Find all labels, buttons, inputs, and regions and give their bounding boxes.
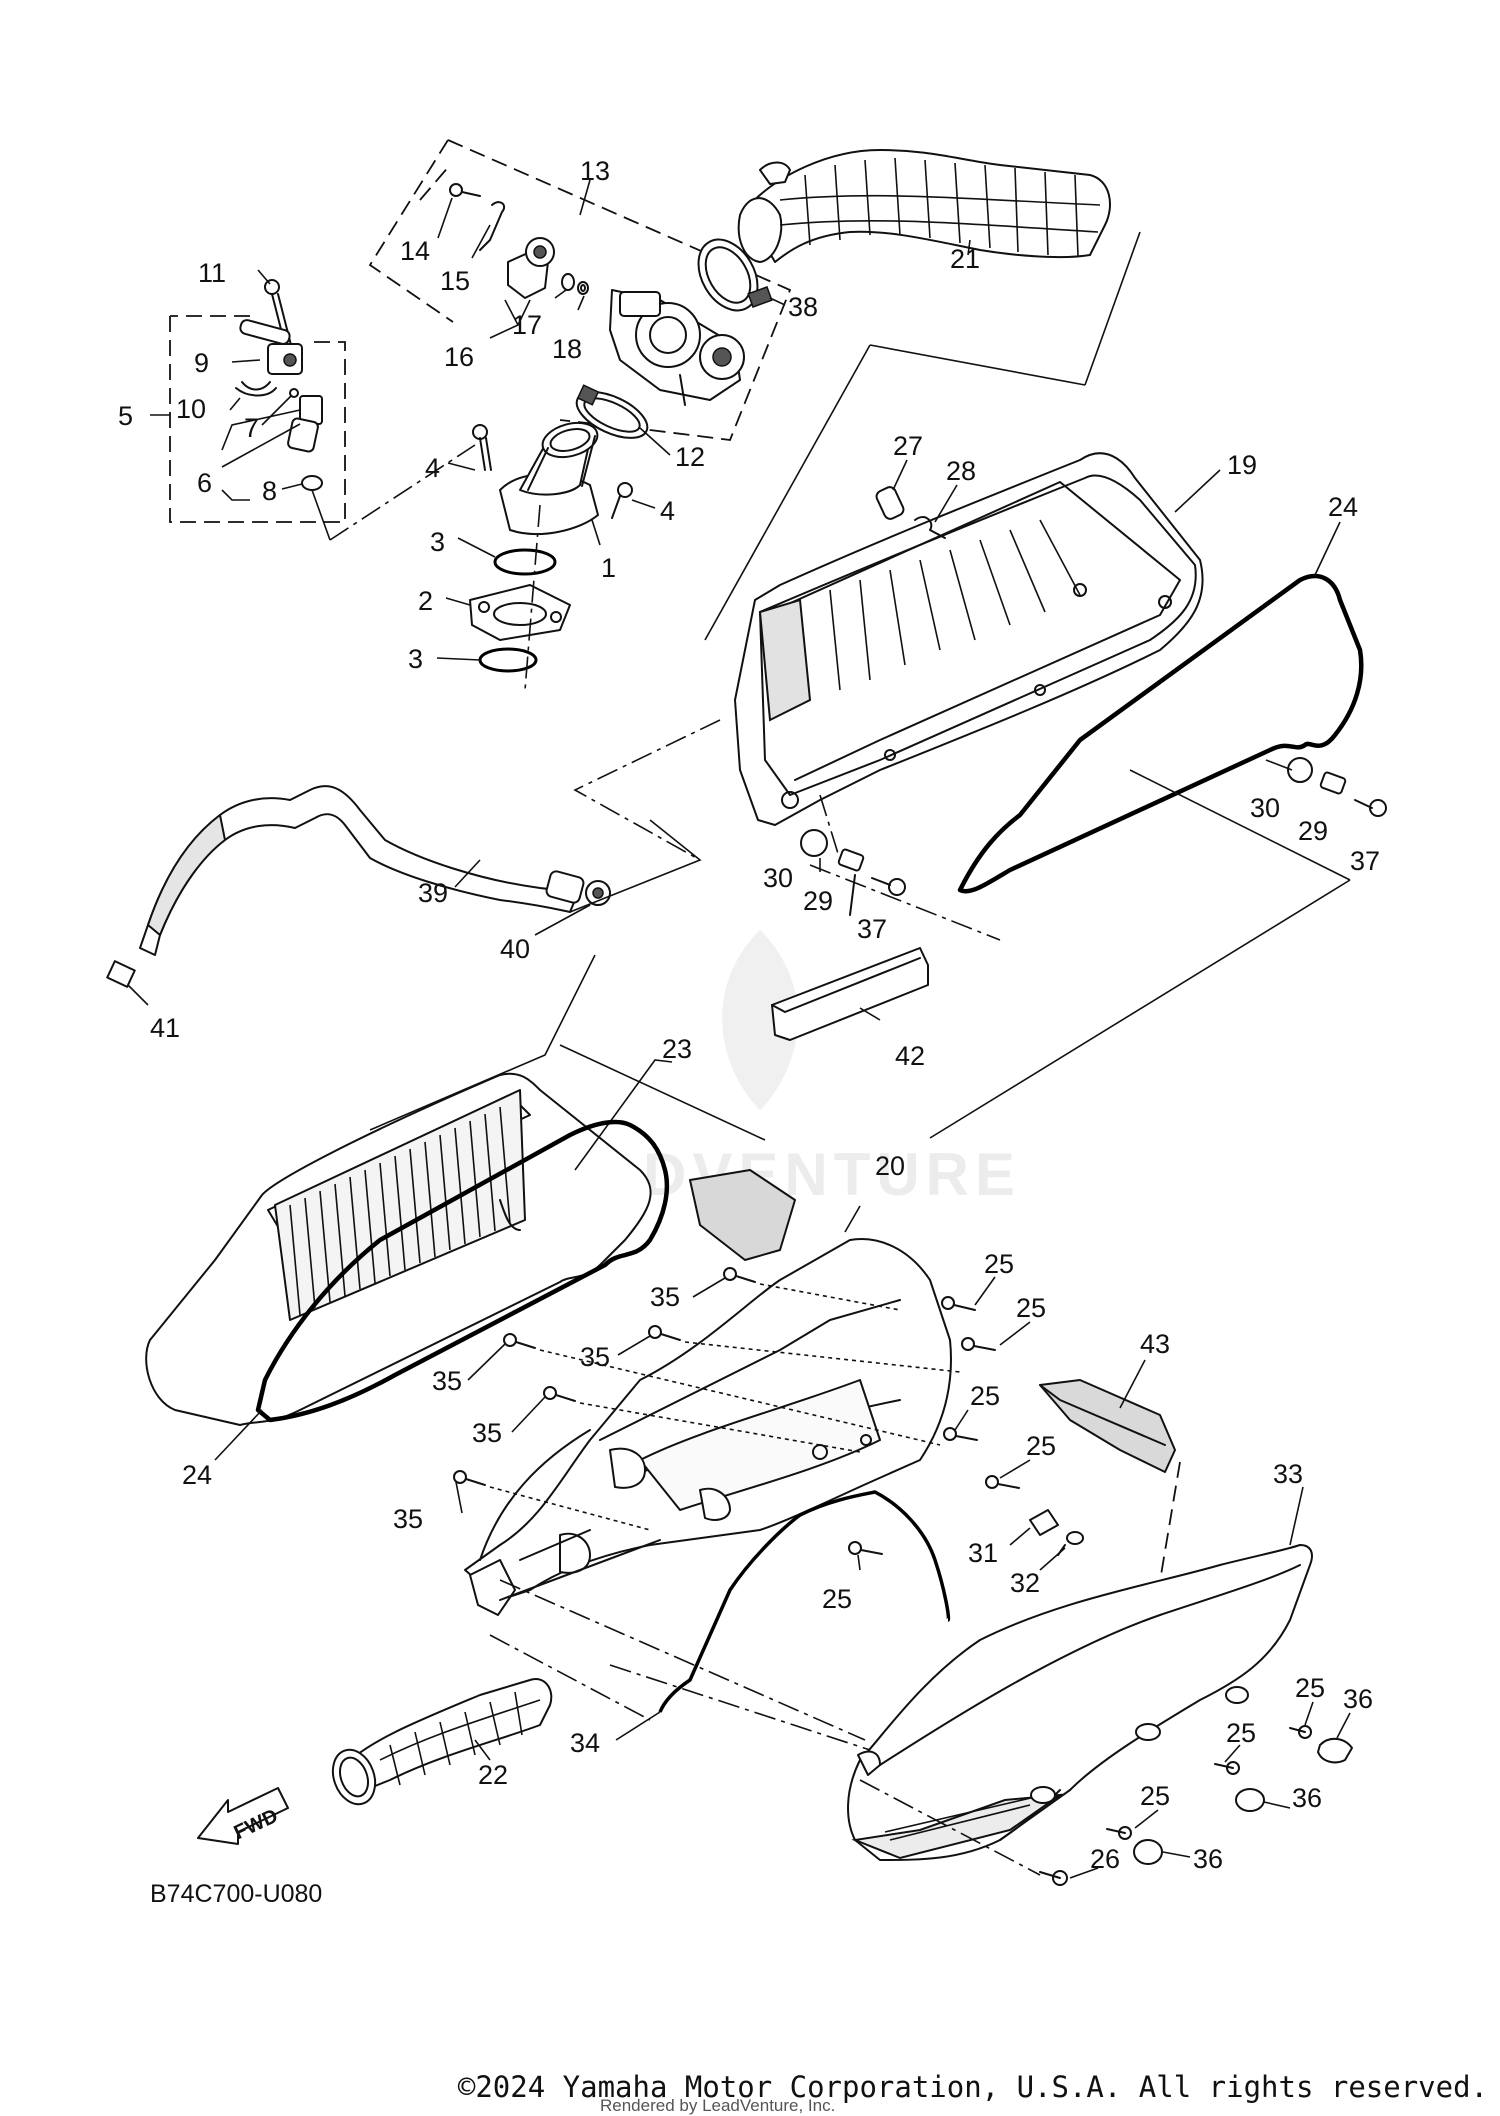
callout-26: 26: [1090, 1844, 1120, 1874]
callout-13: 13: [580, 156, 610, 186]
callout-43: 43: [1140, 1329, 1170, 1359]
callout-8: 8: [262, 476, 277, 506]
callout-40: 40: [500, 934, 530, 964]
throttle-body-group: [368, 139, 792, 456]
callout-35-e: 35: [393, 1504, 423, 1534]
callout-10: 10: [176, 394, 206, 424]
callout-25-b: 25: [1016, 1293, 1046, 1323]
callout-35-b: 35: [580, 1342, 610, 1372]
callout-14: 14: [400, 236, 430, 266]
callout-3-lower: 3: [408, 644, 423, 674]
callout-labels: 1 2 3 3 4 4 5 6 7 8 9 10 11 12 13 14 15 …: [118, 156, 1380, 1874]
callout-35-d: 35: [472, 1418, 502, 1448]
callout-7: 7: [244, 413, 259, 443]
intake-duct-group: [697, 149, 1141, 641]
intake-joint-group: [329, 421, 656, 691]
callout-27: 27: [893, 431, 923, 461]
callout-37-right: 37: [1350, 846, 1380, 876]
callout-34: 34: [570, 1728, 600, 1758]
air-box-case-group: [573, 452, 1221, 941]
callout-42: 42: [895, 1041, 925, 1071]
callout-15: 15: [440, 266, 470, 296]
seal-24-upper: [800, 521, 1387, 1139]
callout-36-b: 36: [1292, 1783, 1322, 1813]
callout-19: 19: [1227, 450, 1257, 480]
callout-11: 11: [198, 258, 226, 288]
air-box-cover-group: [453, 1238, 1314, 1840]
callout-25-h: 25: [1140, 1781, 1170, 1811]
callout-41: 41: [150, 1013, 180, 1043]
callout-33: 33: [1273, 1459, 1303, 1489]
callout-32: 32: [1010, 1568, 1040, 1598]
screws-35: [453, 1267, 756, 1486]
side-cover-group: [847, 1486, 1353, 1886]
filter-group: [145, 947, 929, 1461]
callout-36-c: 36: [1193, 1844, 1223, 1874]
callout-23: 23: [662, 1034, 692, 1064]
callout-12: 12: [675, 442, 705, 472]
callout-20: 20: [875, 1151, 905, 1181]
callout-1: 1: [601, 553, 616, 583]
screws-25: [848, 1296, 1312, 1840]
callout-25-g: 25: [1226, 1718, 1256, 1748]
callout-29-left: 29: [803, 886, 833, 916]
drain-tube-group: [106, 785, 702, 1006]
callout-24-lower: 24: [182, 1460, 212, 1490]
callout-5: 5: [118, 401, 133, 431]
callout-9: 9: [194, 348, 209, 378]
callout-4-right: 4: [660, 496, 675, 526]
callout-31: 31: [968, 1538, 998, 1568]
rendered-by-notice: Rendered by LeadVenture, Inc.: [600, 2096, 836, 2115]
callout-22: 22: [478, 1760, 508, 1790]
callout-25-a: 25: [984, 1249, 1014, 1279]
callout-38: 38: [788, 292, 818, 322]
callout-30-right: 30: [1250, 793, 1280, 823]
callout-35-a: 35: [650, 1282, 680, 1312]
callout-4-left: 4: [425, 453, 440, 483]
sensor-group: [150, 269, 346, 541]
callout-21: 21: [950, 244, 980, 274]
callout-29-right: 29: [1298, 816, 1328, 846]
callout-16: 16: [444, 342, 474, 372]
copyright-notice: ©2024 Yamaha Motor Corporation, U.S.A. A…: [457, 2070, 1488, 2104]
callout-25-d: 25: [1026, 1431, 1056, 1461]
diagram-code: B74C700-U080: [150, 1880, 322, 1908]
callout-25-c: 25: [970, 1381, 1000, 1411]
callout-37-left: 37: [857, 914, 887, 944]
callout-2: 2: [418, 586, 433, 616]
fwd-arrow: FWD: [197, 1787, 289, 1845]
callout-35-c: 35: [432, 1366, 462, 1396]
inlet-tube-22: [331, 1678, 553, 1806]
callout-36-a: 36: [1343, 1684, 1373, 1714]
callout-25-f: 25: [1295, 1673, 1325, 1703]
callout-30-left: 30: [763, 863, 793, 893]
callout-6: 6: [197, 468, 212, 498]
callout-17: 17: [512, 310, 542, 340]
callout-3-upper: 3: [430, 527, 445, 557]
callout-18: 18: [552, 334, 582, 364]
callout-39: 39: [418, 878, 448, 908]
callout-28: 28: [946, 456, 976, 486]
callout-25-e: 25: [822, 1584, 852, 1614]
callout-24-upper: 24: [1328, 492, 1358, 522]
